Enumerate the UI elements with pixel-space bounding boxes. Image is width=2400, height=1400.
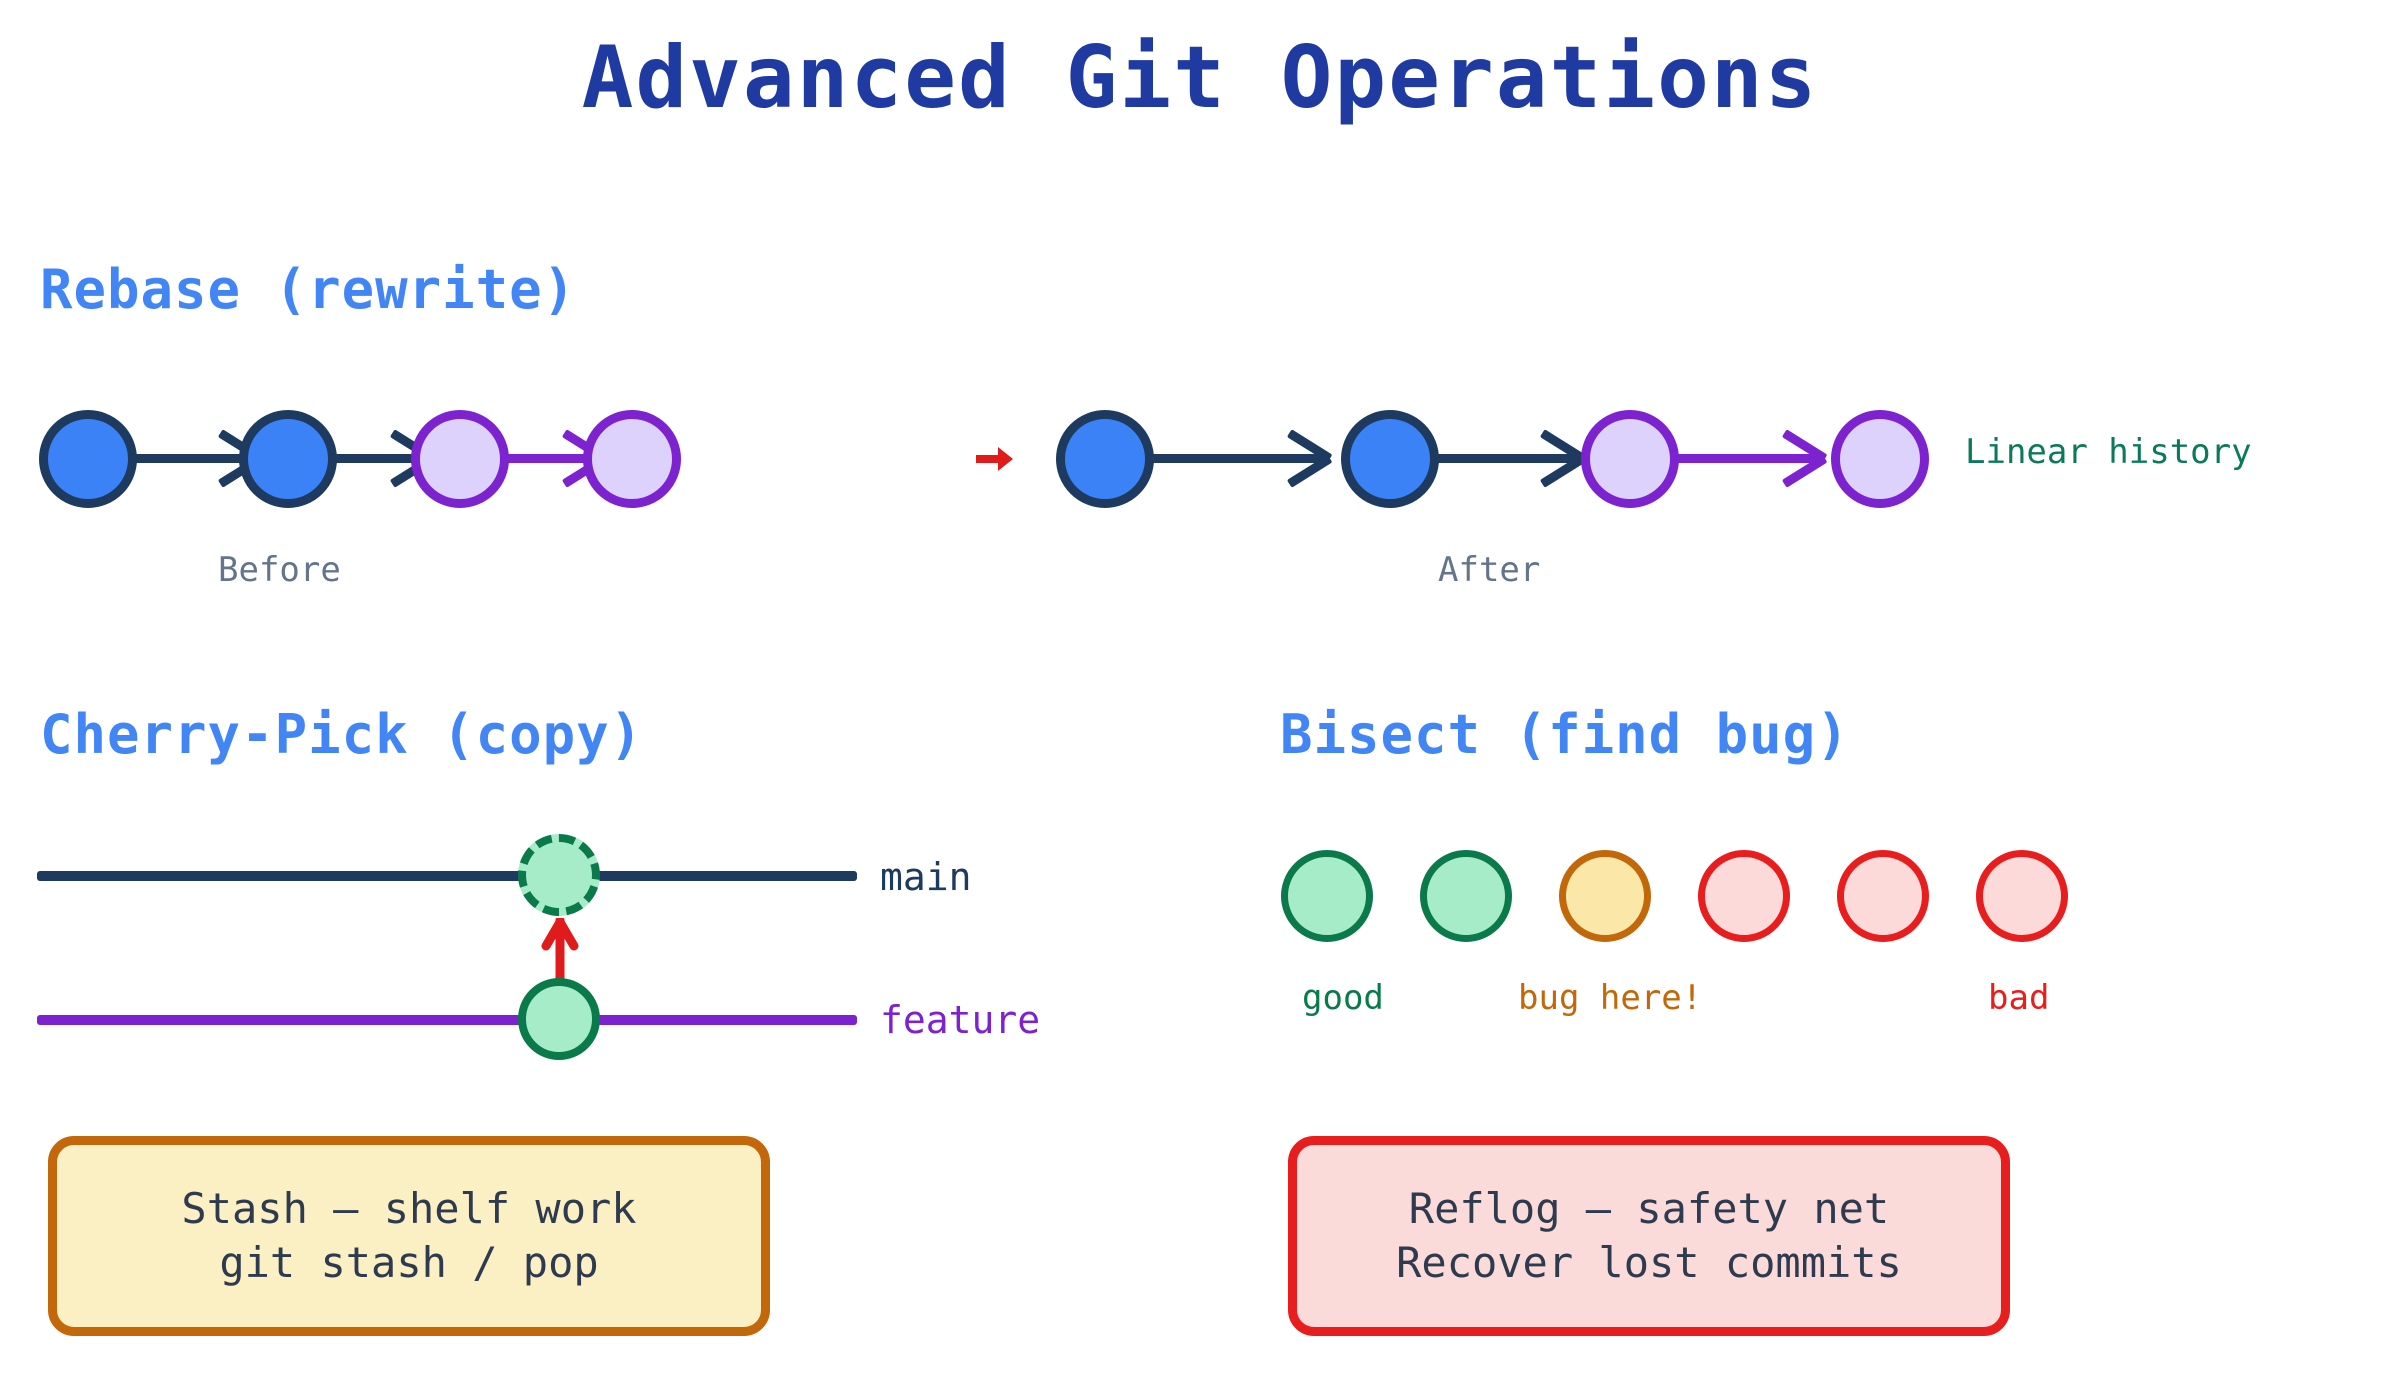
callout-reflog: Reflog — safety net Recover lost commits	[1288, 1136, 2010, 1336]
callout-stash: Stash — shelf work git stash / pop	[48, 1136, 770, 1336]
rebase-before-edge-2	[283, 454, 433, 463]
rebase-before-commit-2[interactable]	[239, 410, 337, 508]
rebase-after-caption: After	[1438, 550, 1541, 590]
rebase-before-edge-1	[133, 454, 261, 463]
section-heading-bisect: Bisect (find bug)	[1280, 703, 1850, 766]
section-heading-rebase: Rebase (rewrite)	[40, 258, 577, 321]
cherry-pick-node-main[interactable]	[518, 834, 600, 916]
bisect-node-1[interactable]	[1281, 850, 1373, 942]
rebase-before-commit-3[interactable]	[411, 410, 509, 508]
rebase-before-edge-3	[455, 454, 605, 463]
bisect-node-6[interactable]	[1976, 850, 2068, 942]
rebase-after-commit-2[interactable]	[1341, 410, 1439, 508]
callout-reflog-line-1: Reflog — safety net	[1408, 1184, 1890, 1234]
callout-reflog-line-2: Recover lost commits	[1396, 1238, 1902, 1287]
rebase-before-commit-1[interactable]	[39, 410, 137, 508]
page-title: Advanced Git Operations	[581, 28, 1819, 128]
rebase-after-edge-1	[1150, 454, 1330, 463]
rebase-after-edge-2	[1435, 454, 1583, 463]
bisect-label-good: good	[1302, 978, 1384, 1018]
branch-label-feature: feature	[880, 998, 1041, 1042]
section-heading-cherry-pick: Cherry-Pick (copy)	[40, 703, 644, 766]
branch-label-main: main	[880, 855, 972, 899]
branch-line-feature	[37, 1015, 857, 1025]
bisect-label-bad: bad	[1988, 978, 2050, 1018]
rebase-after-edge-3	[1675, 454, 1823, 463]
rebase-after-commit-4[interactable]	[1831, 410, 1929, 508]
linear-history-note: Linear history	[1965, 432, 2252, 472]
branch-line-main	[37, 871, 857, 881]
right-arrow-icon	[972, 437, 1016, 481]
bisect-node-5[interactable]	[1837, 850, 1929, 942]
callout-stash-line-2: git stash / pop	[219, 1238, 599, 1287]
bisect-node-4[interactable]	[1698, 850, 1790, 942]
callout-stash-line-1: Stash — shelf work	[181, 1184, 637, 1234]
bisect-label-bug: bug here!	[1518, 978, 1703, 1018]
rebase-before-caption: Before	[218, 550, 341, 590]
rebase-before-commit-4[interactable]	[583, 410, 681, 508]
bisect-node-2[interactable]	[1420, 850, 1512, 942]
cherry-pick-node-feature[interactable]	[518, 978, 600, 1060]
bisect-node-3[interactable]	[1559, 850, 1651, 942]
rebase-after-commit-3[interactable]	[1581, 410, 1679, 508]
rebase-after-commit-1[interactable]	[1056, 410, 1154, 508]
